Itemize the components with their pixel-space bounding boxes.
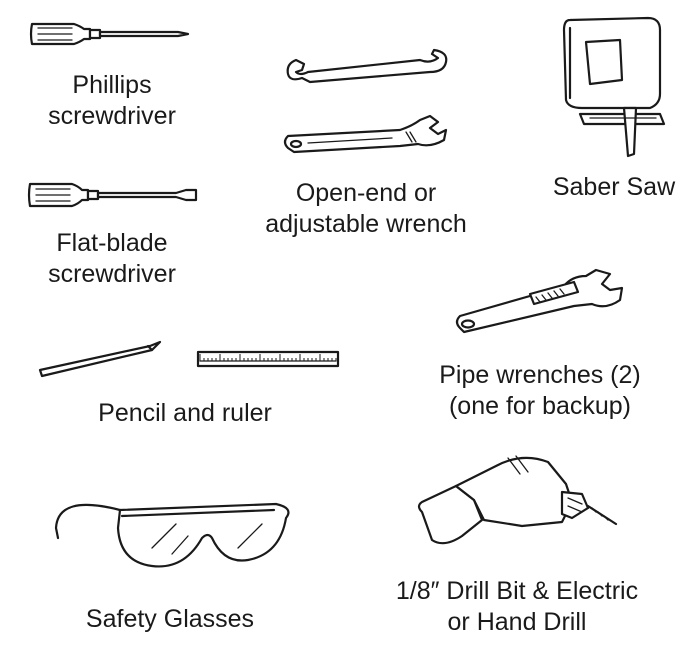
label-phillips-line-2: screwdriver <box>48 102 176 130</box>
label-saber-saw: Saber Saw <box>536 172 692 203</box>
label-pencil-ruler-line-1: Pencil and ruler <box>98 399 272 427</box>
label-wrench-line-1: Open-end or <box>295 179 437 207</box>
label-wrench: Open-end or adjustable wrench <box>246 178 486 240</box>
flat-blade-screwdriver-icon <box>27 182 198 208</box>
label-drill-line-1: 1/8″ Drill Bit & Electric <box>395 577 639 605</box>
wrench-icon <box>283 48 448 154</box>
label-flat-blade: Flat-blade screwdriver <box>34 228 190 290</box>
label-flat-blade-line-1: Flat-blade <box>56 229 168 257</box>
label-pipe-wrench-line-2: (one for backup) <box>448 392 632 420</box>
saber-saw-icon <box>562 16 666 158</box>
label-drill: 1/8″ Drill Bit & Electric or Hand Drill <box>372 576 662 638</box>
safety-glasses-icon <box>54 502 290 568</box>
label-saber-saw-line-1: Saber Saw <box>552 173 676 201</box>
label-pipe-wrench: Pipe wrenches (2) (one for backup) <box>420 360 660 422</box>
label-phillips: Phillips screwdriver <box>34 70 190 132</box>
label-drill-line-2: or Hand Drill <box>447 608 587 636</box>
label-safety-glasses: Safety Glasses <box>70 604 270 635</box>
label-safety-glasses-line-1: Safety Glasses <box>85 605 255 633</box>
label-pencil-ruler: Pencil and ruler <box>70 398 300 429</box>
label-pipe-wrench-line-1: Pipe wrenches (2) <box>439 361 641 389</box>
drill-icon <box>417 455 618 545</box>
pipe-wrench-icon <box>455 268 624 334</box>
phillips-screwdriver-icon <box>29 22 190 46</box>
label-flat-blade-line-2: screwdriver <box>48 260 176 288</box>
label-phillips-line-1: Phillips <box>72 71 152 99</box>
label-wrench-line-2: adjustable wrench <box>265 210 467 238</box>
pencil-ruler-icon <box>38 340 340 378</box>
